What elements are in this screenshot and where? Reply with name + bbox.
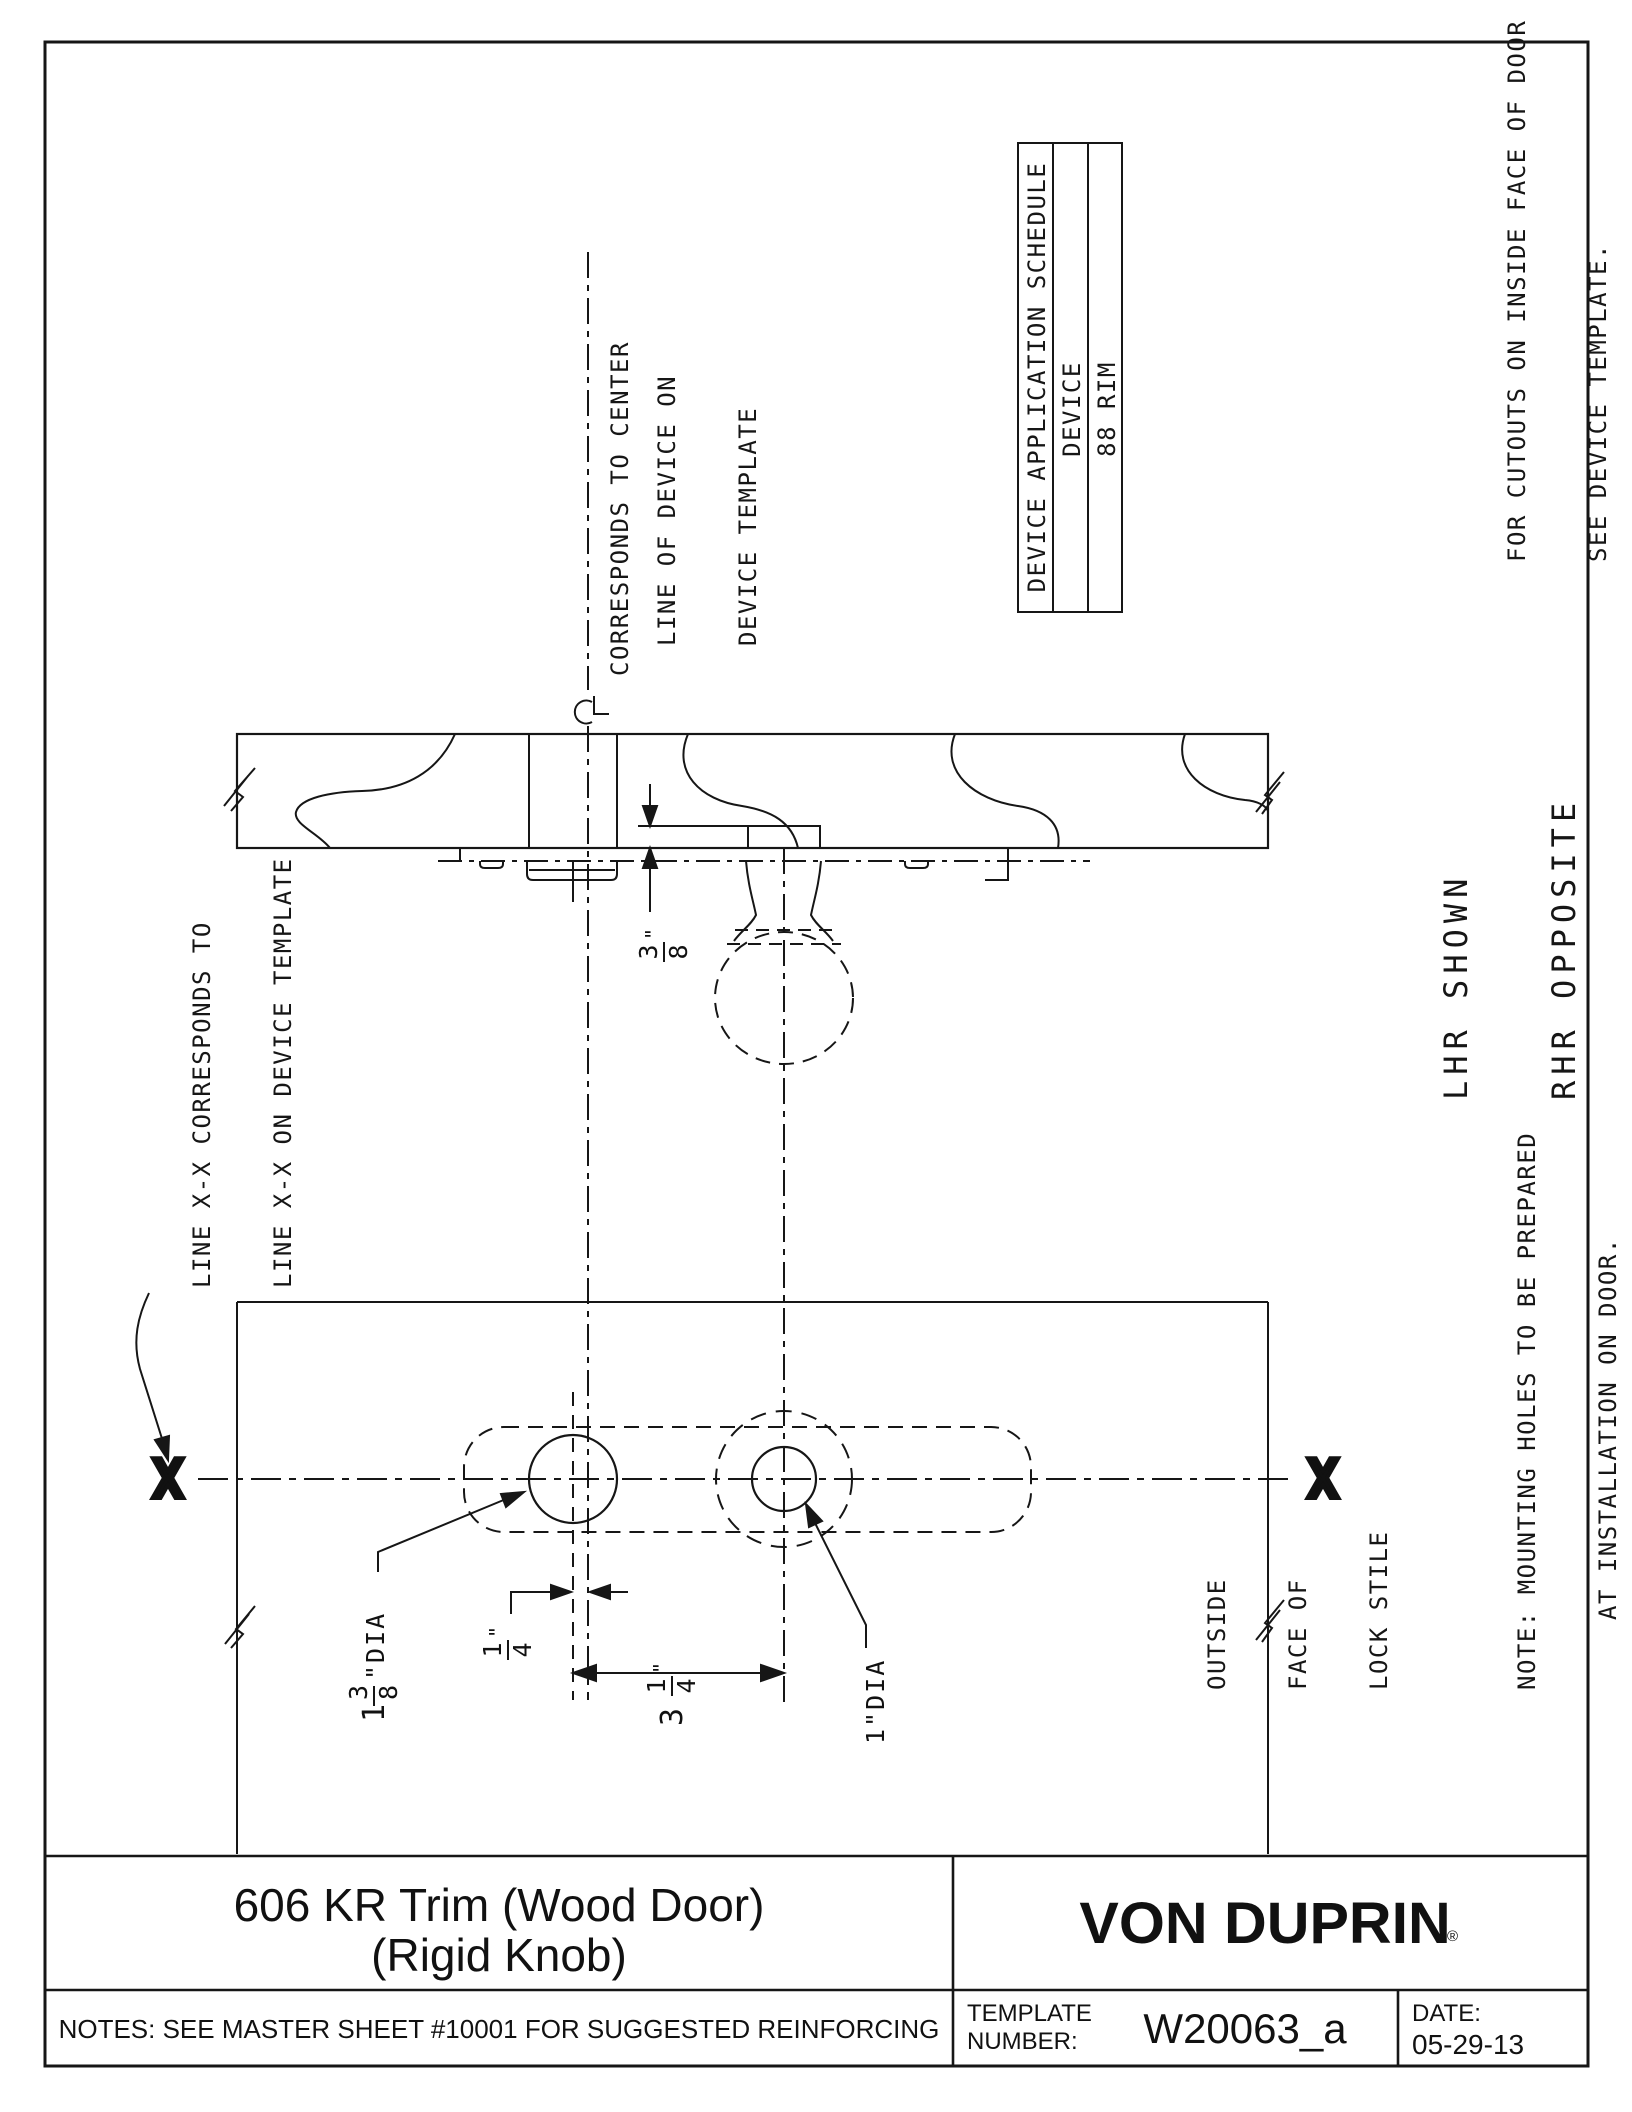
svg-text:"DIA: "DIA [361, 1612, 390, 1680]
x-marker-right: X [1307, 1448, 1340, 1511]
wood-grain [682, 733, 799, 849]
notes-text: NOTES: SEE MASTER SHEET #10001 FOR SUGGE… [58, 2014, 940, 2044]
break-mark-top-left [223, 767, 256, 812]
leader-cyl-hole [804, 1501, 867, 1648]
svg-text:8: 8 [664, 944, 693, 959]
dim-offset [510, 1583, 628, 1614]
schedule-row-value: 88 RIM [1093, 361, 1121, 457]
centerline-symbol [573, 696, 609, 725]
date-value: 05-29-13 [1412, 2029, 1525, 2060]
stile-label: OUTSIDE FACE OF LOCK STILE [1203, 1530, 1393, 1691]
trim-tab-right [904, 861, 929, 869]
svg-text:": " [641, 928, 665, 940]
brand-logo: VON DUPRIN® [1079, 1891, 1459, 1956]
x-marker-left: X [152, 1448, 185, 1511]
wood-grain [294, 733, 456, 849]
dim-span [569, 1663, 788, 1683]
mounting-note: NOTE: MOUNTING HOLES TO BE PREPARED AT I… [1513, 1131, 1622, 1690]
top-view-door-section [223, 732, 1285, 1065]
break-mark-top-right [1255, 771, 1285, 815]
break-mark-face-right [1255, 1599, 1285, 1643]
registered-mark: ® [1447, 1928, 1459, 1945]
svg-text:": " [485, 1626, 509, 1638]
knob-neck [733, 860, 758, 942]
svg-text:1: 1 [357, 1704, 392, 1722]
svg-text:": " [649, 1662, 673, 1674]
date-label: DATE: [1412, 2000, 1481, 2027]
trim-tab-left [479, 861, 504, 869]
template-number-value: W20063_a [1143, 2005, 1347, 2052]
template-number-label: TEMPLATE NUMBER: [967, 2000, 1092, 2055]
leader-knob-hole [377, 1490, 528, 1572]
knob-hole-label: 1 3 8 "DIA [344, 1612, 403, 1722]
trim-right-end [985, 848, 1009, 881]
dim-depth [641, 784, 659, 912]
title-block-frame [45, 1854, 1588, 2066]
dim-span-label: 3 1 4 " [642, 1662, 701, 1726]
svg-text:1"DIA: 1"DIA [861, 1659, 890, 1744]
sheet-border [43, 40, 1590, 2068]
dim-offset-label: 1 4 " [478, 1626, 537, 1660]
drawing-title: 606 KR Trim (Wood Door) (Rigid Knob) [233, 1879, 765, 1981]
svg-text:3: 3 [634, 944, 663, 959]
center-label-bottom: LINE OF DEVICE ON DEVICE TEMPLATE [653, 374, 762, 646]
wood-grain [1181, 733, 1269, 812]
break-mark-face-left [224, 1605, 256, 1649]
svg-text:1: 1 [642, 1678, 671, 1693]
schedule-table-frame [1017, 142, 1123, 613]
handing-label: LHR SHOWN RHR OPPOSITE [1437, 796, 1583, 1100]
svg-text:3: 3 [344, 1685, 373, 1700]
cyl-hole-label: 1"DIA [861, 1659, 890, 1744]
dim-depth-label: 3 8 " [634, 928, 693, 962]
face-view-stile [224, 1301, 1285, 1854]
xx-label: LINE X-X CORRESPONDS TO LINE X-X ON DEVI… [188, 857, 297, 1288]
svg-text:8: 8 [374, 1685, 403, 1700]
knob-neck [809, 860, 834, 942]
svg-text:1: 1 [478, 1642, 507, 1657]
leader-xx [135, 1292, 171, 1464]
svg-text:3: 3 [655, 1708, 690, 1726]
svg-text:4: 4 [508, 1642, 537, 1657]
svg-text:4: 4 [672, 1678, 701, 1693]
wood-grain [950, 733, 1060, 849]
cutouts-note: FOR CUTOUTS ON INSIDE FACE OF DOOR SEE D… [1503, 19, 1612, 562]
schedule-header: DEVICE [1058, 361, 1086, 457]
schedule-title: DEVICE APPLICATION SCHEDULE [1023, 161, 1051, 593]
